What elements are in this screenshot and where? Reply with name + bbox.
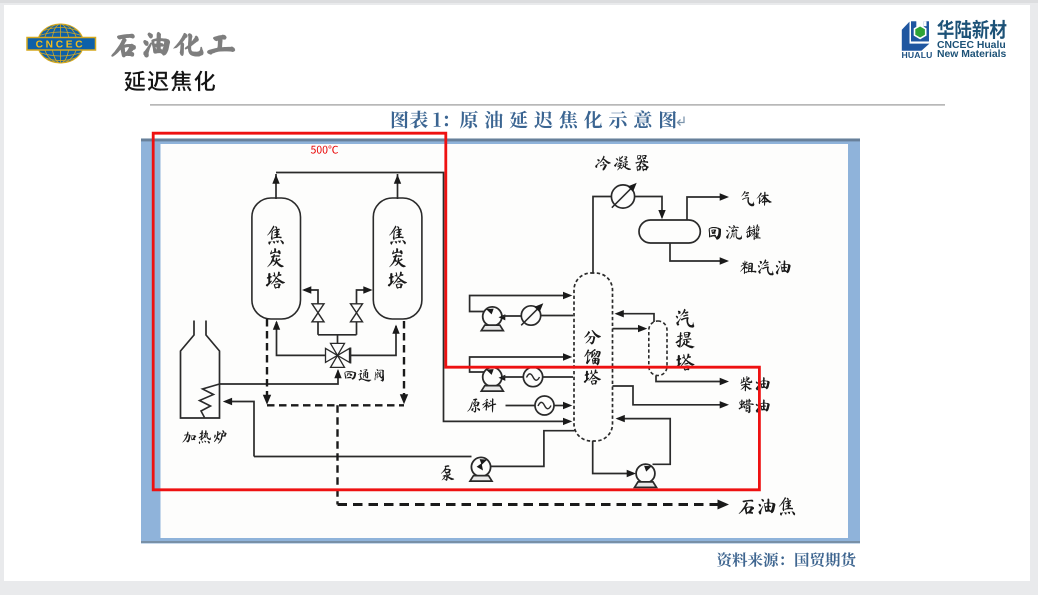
svg-text:New Materials: New Materials: [937, 49, 1007, 60]
svg-text:CNCEC: CNCEC: [36, 39, 86, 50]
svg-text:HUALU: HUALU: [902, 50, 933, 60]
svg-text:CNCEC Hualu: CNCEC Hualu: [937, 40, 1006, 51]
